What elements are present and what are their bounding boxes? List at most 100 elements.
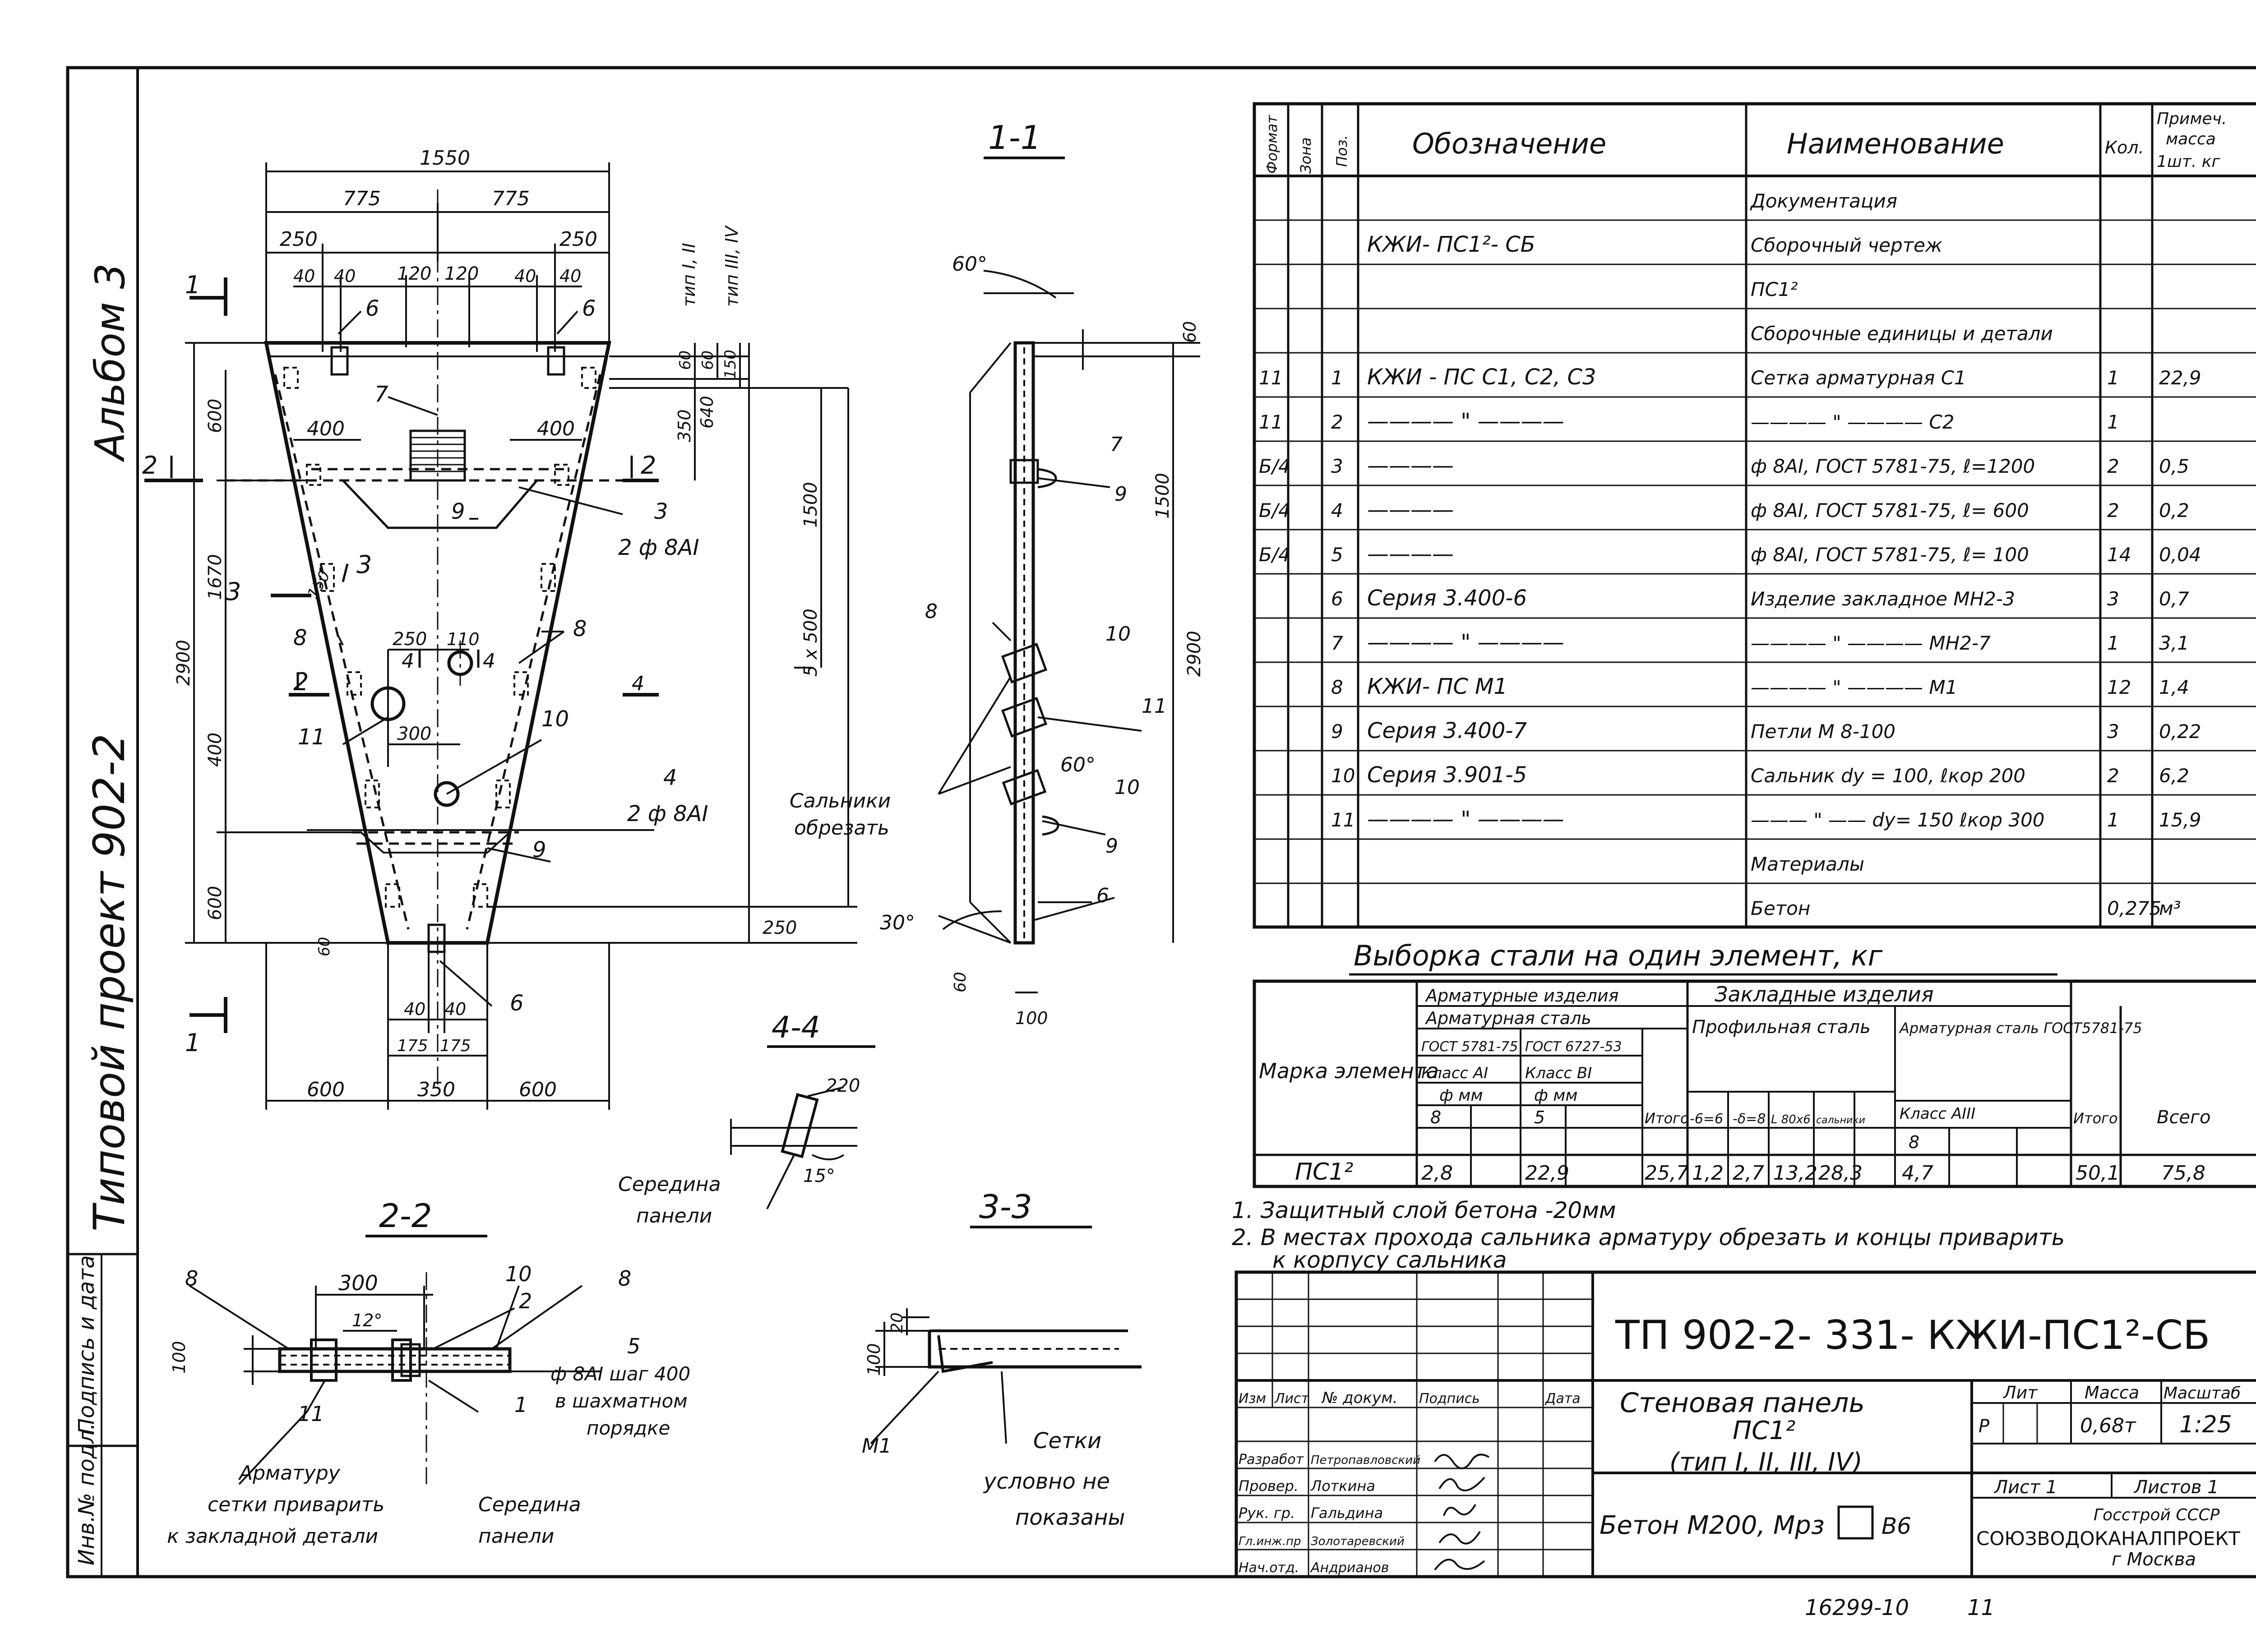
spec-cell-q: 1 xyxy=(2107,411,2119,433)
steel-header-d8: 8 xyxy=(1430,1107,1441,1127)
dim-775-left: 775 xyxy=(343,187,381,210)
glands-note-1: Сальники xyxy=(790,789,891,812)
steel-header-p2: -δ=8 xyxy=(1733,1111,1766,1127)
tb-scale-value: 1:25 xyxy=(2179,1411,2232,1438)
tb-mass: Масса xyxy=(2085,1383,2139,1403)
steel-header-grand: Всего xyxy=(2157,1107,2211,1128)
spec-cell-q: 2 xyxy=(2107,765,2119,787)
dim-100-bottom: 100 xyxy=(1015,1008,1048,1028)
dim-100-33: 100 xyxy=(864,1343,884,1376)
steel-table: Выборка стали на один элемент, кг xyxy=(1253,939,2256,1188)
callout-4: 4 xyxy=(663,765,677,790)
callout-1-22: 1 xyxy=(514,1393,527,1417)
dim-40-c: 40 xyxy=(514,266,536,286)
steel-cell: ПС1² xyxy=(1295,1158,1353,1186)
spec-cell-d: ———— " ———— xyxy=(1367,409,1564,434)
tb-sheet: Лист 1 xyxy=(1993,1477,2057,1498)
spec-cell-m: 6,2 xyxy=(2159,765,2189,787)
tb-scale: Масштаб xyxy=(2164,1384,2241,1403)
dim-60-c: 60 xyxy=(315,937,333,956)
spec-cell-q: 1 xyxy=(2107,809,2119,831)
tb-hdr-date: Дата xyxy=(1544,1391,1581,1407)
section-4-4: 4-4 220 15° Середина панели xyxy=(618,1010,875,1227)
rebar-note-3: порядке xyxy=(587,1417,670,1439)
section-1-1-profile xyxy=(1013,341,1035,945)
spec-cell-p: 9 xyxy=(1331,720,1343,743)
spec-cell-d: КЖИ - ПС С1, С2, С3 xyxy=(1367,365,1596,390)
dim-60-b: 60 xyxy=(699,351,717,370)
dim-640: 640 xyxy=(697,396,717,429)
spec-cell-n: Изделие закладное МН2-3 xyxy=(1751,588,2015,610)
section-3-3: 3-3 20 100 М1 Сетки условно xyxy=(862,1188,1142,1530)
dim-40-f: 40 xyxy=(444,999,466,1019)
tb-hdr-izm: Изм xyxy=(1239,1391,1266,1407)
spec-cell-m: 3,1 xyxy=(2159,632,2189,654)
dim-40-a: 40 xyxy=(293,266,315,286)
steel-header-class1: Класс АI xyxy=(1421,1064,1488,1082)
callout-6-left: 6 xyxy=(365,296,379,321)
dim-2900: 2900 xyxy=(173,640,194,686)
name-chief-eng: Золотаревский xyxy=(1311,1535,1405,1548)
tb-lit: Лит xyxy=(2002,1383,2038,1403)
inv-no-label: Инв.№ подл. xyxy=(74,1423,99,1565)
spec-cell-n: Сетка арматурная С1 xyxy=(1751,367,1966,389)
callout-10-side-top: 10 xyxy=(1105,623,1131,646)
steel-header-d5: 5 xyxy=(1534,1107,1545,1127)
callout-11: 11 xyxy=(298,724,325,750)
spec-cell-d: Серия 3.400-6 xyxy=(1367,586,1527,611)
angle-30: 30° xyxy=(880,911,915,934)
spec-header-zone: Зона xyxy=(1297,137,1314,174)
dim-2900-side: 2900 xyxy=(1184,631,1205,677)
dim-250-left: 250 xyxy=(280,228,318,251)
spec-cell-q: 2 xyxy=(2107,455,2119,477)
tb-sheets: Листов 1 xyxy=(2133,1477,2219,1498)
spec-cell-m: 1,4 xyxy=(2159,676,2189,698)
spec-cell-d: ———— xyxy=(1367,541,1454,567)
role-dev: Разработ xyxy=(1239,1452,1304,1467)
steel-cell: 13,2 xyxy=(1773,1162,1817,1185)
section-mark-2-right: 2 xyxy=(641,451,656,480)
callout-9-top: 9 xyxy=(451,499,465,524)
steel-header-rebar-items: Арматурные изделия xyxy=(1424,986,1619,1006)
spec-cell-n: ———— " ———— МН2-7 xyxy=(1751,632,1991,654)
m1-label: М1 xyxy=(862,1435,892,1458)
spec-cell-d: Серия 3.901-5 xyxy=(1367,762,1527,788)
spec-row: ПС1² xyxy=(1751,278,1798,300)
spec-cell-f: Б/4 xyxy=(1259,455,1290,477)
callout-10: 10 xyxy=(541,706,569,732)
spec-cell-q: 0,275 xyxy=(2107,897,2161,919)
spec-cell-p: 1 xyxy=(1331,367,1343,389)
spec-cell-n: Сборочные единицы и детали xyxy=(1751,323,2053,345)
callout-11-side: 11 xyxy=(1142,695,1167,718)
spec-cell-p: 6 xyxy=(1331,588,1343,610)
doc-name-2: ПС1² xyxy=(1733,1416,1795,1445)
steel-header-dia2: ф мм xyxy=(1534,1086,1578,1105)
spec-cell-q: 1 xyxy=(2107,367,2119,389)
nets-note-2: условно не xyxy=(983,1469,1110,1494)
spec-cell-n: ф 8АI, ГОСТ 5781-75, ℓ=1200 xyxy=(1751,455,2035,477)
spec-cell-d: КЖИ- ПС М1 xyxy=(1367,674,1507,699)
dim-400-c: 400 xyxy=(537,417,575,440)
concrete-grade: Бетон М200, Мрз xyxy=(1600,1511,1825,1540)
spec-cell-n: ф 8АI, ГОСТ 5781-75, ℓ= 100 xyxy=(1751,544,2029,566)
callout-6-side: 6 xyxy=(1096,884,1109,907)
steel-cell: 4,7 xyxy=(1902,1162,1933,1185)
concrete-b6: В6 xyxy=(1882,1513,1911,1539)
section-mark-2-mid: 2 xyxy=(293,668,309,696)
spec-cell-m: м³ xyxy=(2159,897,2181,919)
section-mark-3-right: 3 xyxy=(356,550,372,579)
spec-cell-q: 12 xyxy=(2107,676,2131,698)
dim-250-d: 250 xyxy=(763,918,797,938)
steel-cell: 1,2 xyxy=(1692,1162,1724,1185)
section-2-2: 2-2 xyxy=(167,1197,690,1548)
spec-cell-d: Серия 3.400-7 xyxy=(1367,718,1527,743)
callout-7: 7 xyxy=(374,382,388,407)
steel-header-embedded: Закладные изделия xyxy=(1715,982,1934,1006)
steel-cell: 25,7 xyxy=(1645,1162,1689,1185)
callout-9-bottom: 9 xyxy=(532,837,546,863)
weld-note-2: сетки приварить xyxy=(208,1493,384,1516)
